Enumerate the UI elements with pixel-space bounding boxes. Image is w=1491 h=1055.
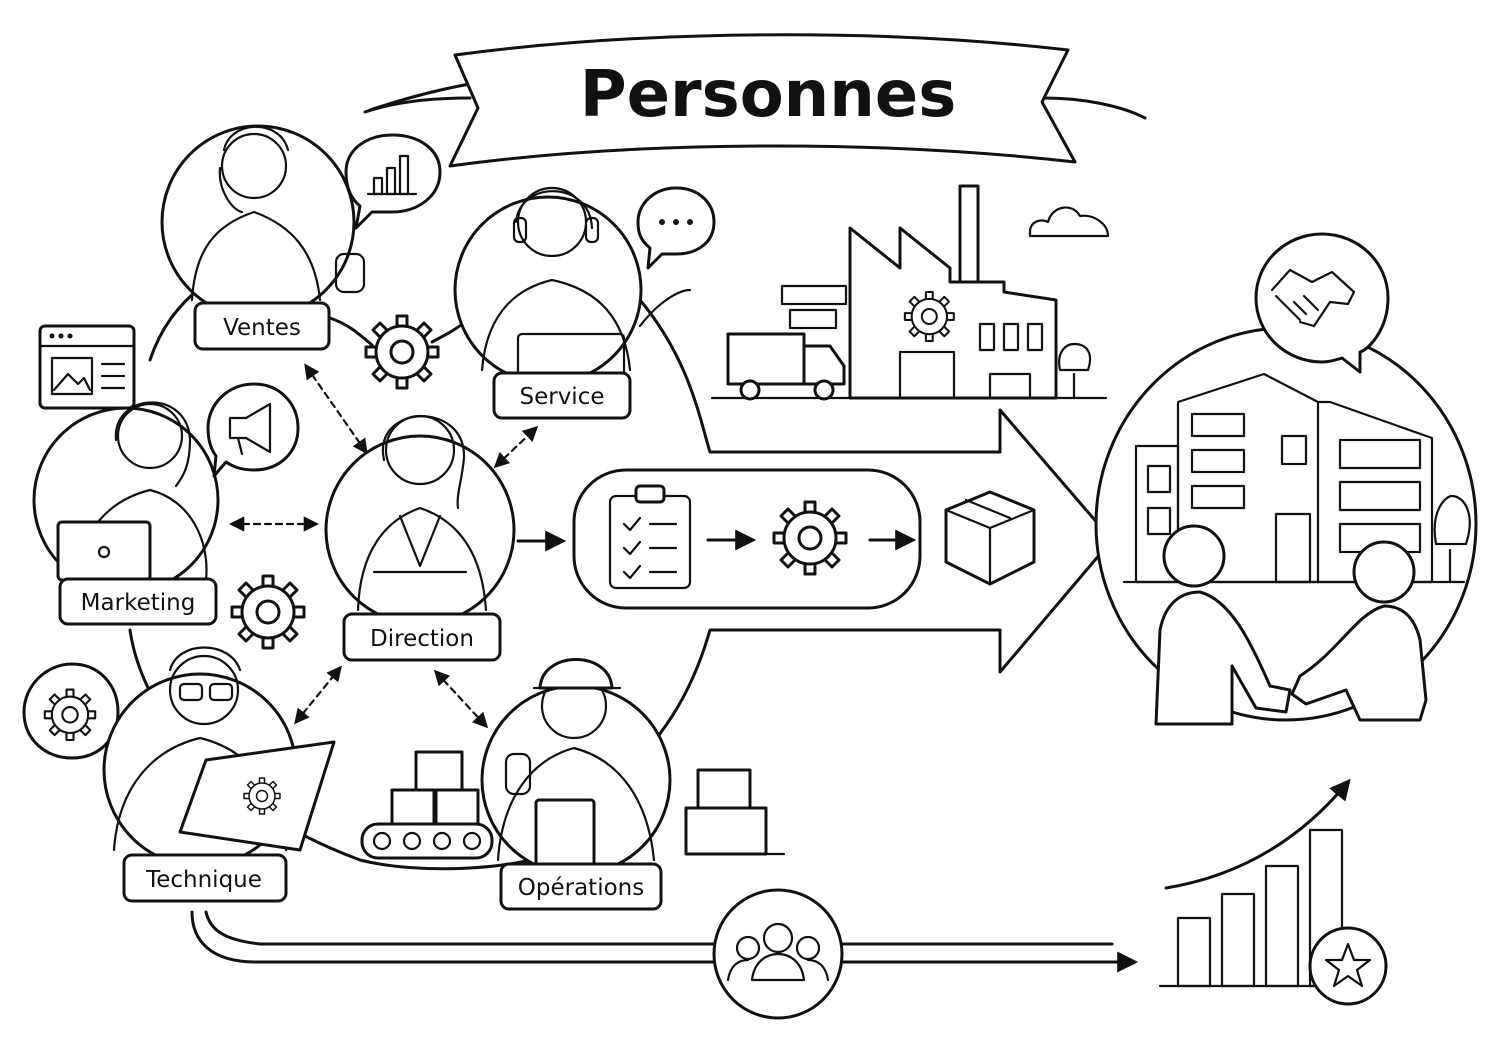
marketing-person-circle <box>32 401 220 594</box>
svg-text:Opérations: Opérations <box>518 875 644 901</box>
direction-connections <box>228 316 567 729</box>
star-icon <box>1324 942 1372 988</box>
star-badge <box>1308 926 1388 1006</box>
ventes-label: Ventes <box>193 301 331 351</box>
marketing-megaphone-bubble <box>206 382 300 478</box>
service-chat-bubble <box>636 186 716 270</box>
title-banner: Personnes <box>363 33 1147 168</box>
bar-chart-icon <box>366 154 418 196</box>
technique-gear-bubble <box>22 662 120 760</box>
svg-text:Direction: Direction <box>370 626 474 652</box>
svg-text:Service: Service <box>519 384 604 410</box>
gear-icon <box>230 574 306 650</box>
page-title: Personnes <box>580 58 957 132</box>
handshake-people <box>1154 524 1428 726</box>
svg-text:Marketing: Marketing <box>81 590 196 616</box>
stacked-boxes <box>684 768 786 856</box>
handshake-icon <box>1270 268 1356 328</box>
operations-person-circle <box>480 658 672 876</box>
marketing-label: Marketing <box>58 577 218 626</box>
package-box-icon <box>944 490 1036 586</box>
team-circle <box>712 888 844 1020</box>
browser-window-icon <box>38 324 136 410</box>
factory-icon <box>710 184 1110 400</box>
operations-label: Opérations <box>499 862 663 911</box>
svg-text:Ventes: Ventes <box>223 315 301 341</box>
process-pill <box>572 468 922 610</box>
gear-icon <box>364 314 440 390</box>
growth-chart <box>1158 778 1388 1006</box>
direction-label: Direction <box>342 612 502 662</box>
ventes-chart-bubble <box>344 133 442 230</box>
handshake-bubble <box>1254 232 1390 374</box>
technique-label: Technique <box>122 853 288 903</box>
svg-text:Technique: Technique <box>145 867 262 893</box>
bottom-flow <box>190 910 1139 973</box>
ventes-person-circle <box>160 124 366 320</box>
delivery-truck-icon <box>726 332 846 401</box>
megaphone-icon <box>228 402 272 456</box>
technique-person-circle <box>102 646 336 868</box>
ellipsis-icon <box>659 219 693 225</box>
clipboard-checklist-icon <box>608 484 692 590</box>
team-icon <box>726 922 830 982</box>
service-label: Service <box>492 371 632 420</box>
direction-person-circle <box>324 414 516 626</box>
conveyor-boxes <box>360 750 494 860</box>
office-partner-circle <box>1094 326 1478 726</box>
